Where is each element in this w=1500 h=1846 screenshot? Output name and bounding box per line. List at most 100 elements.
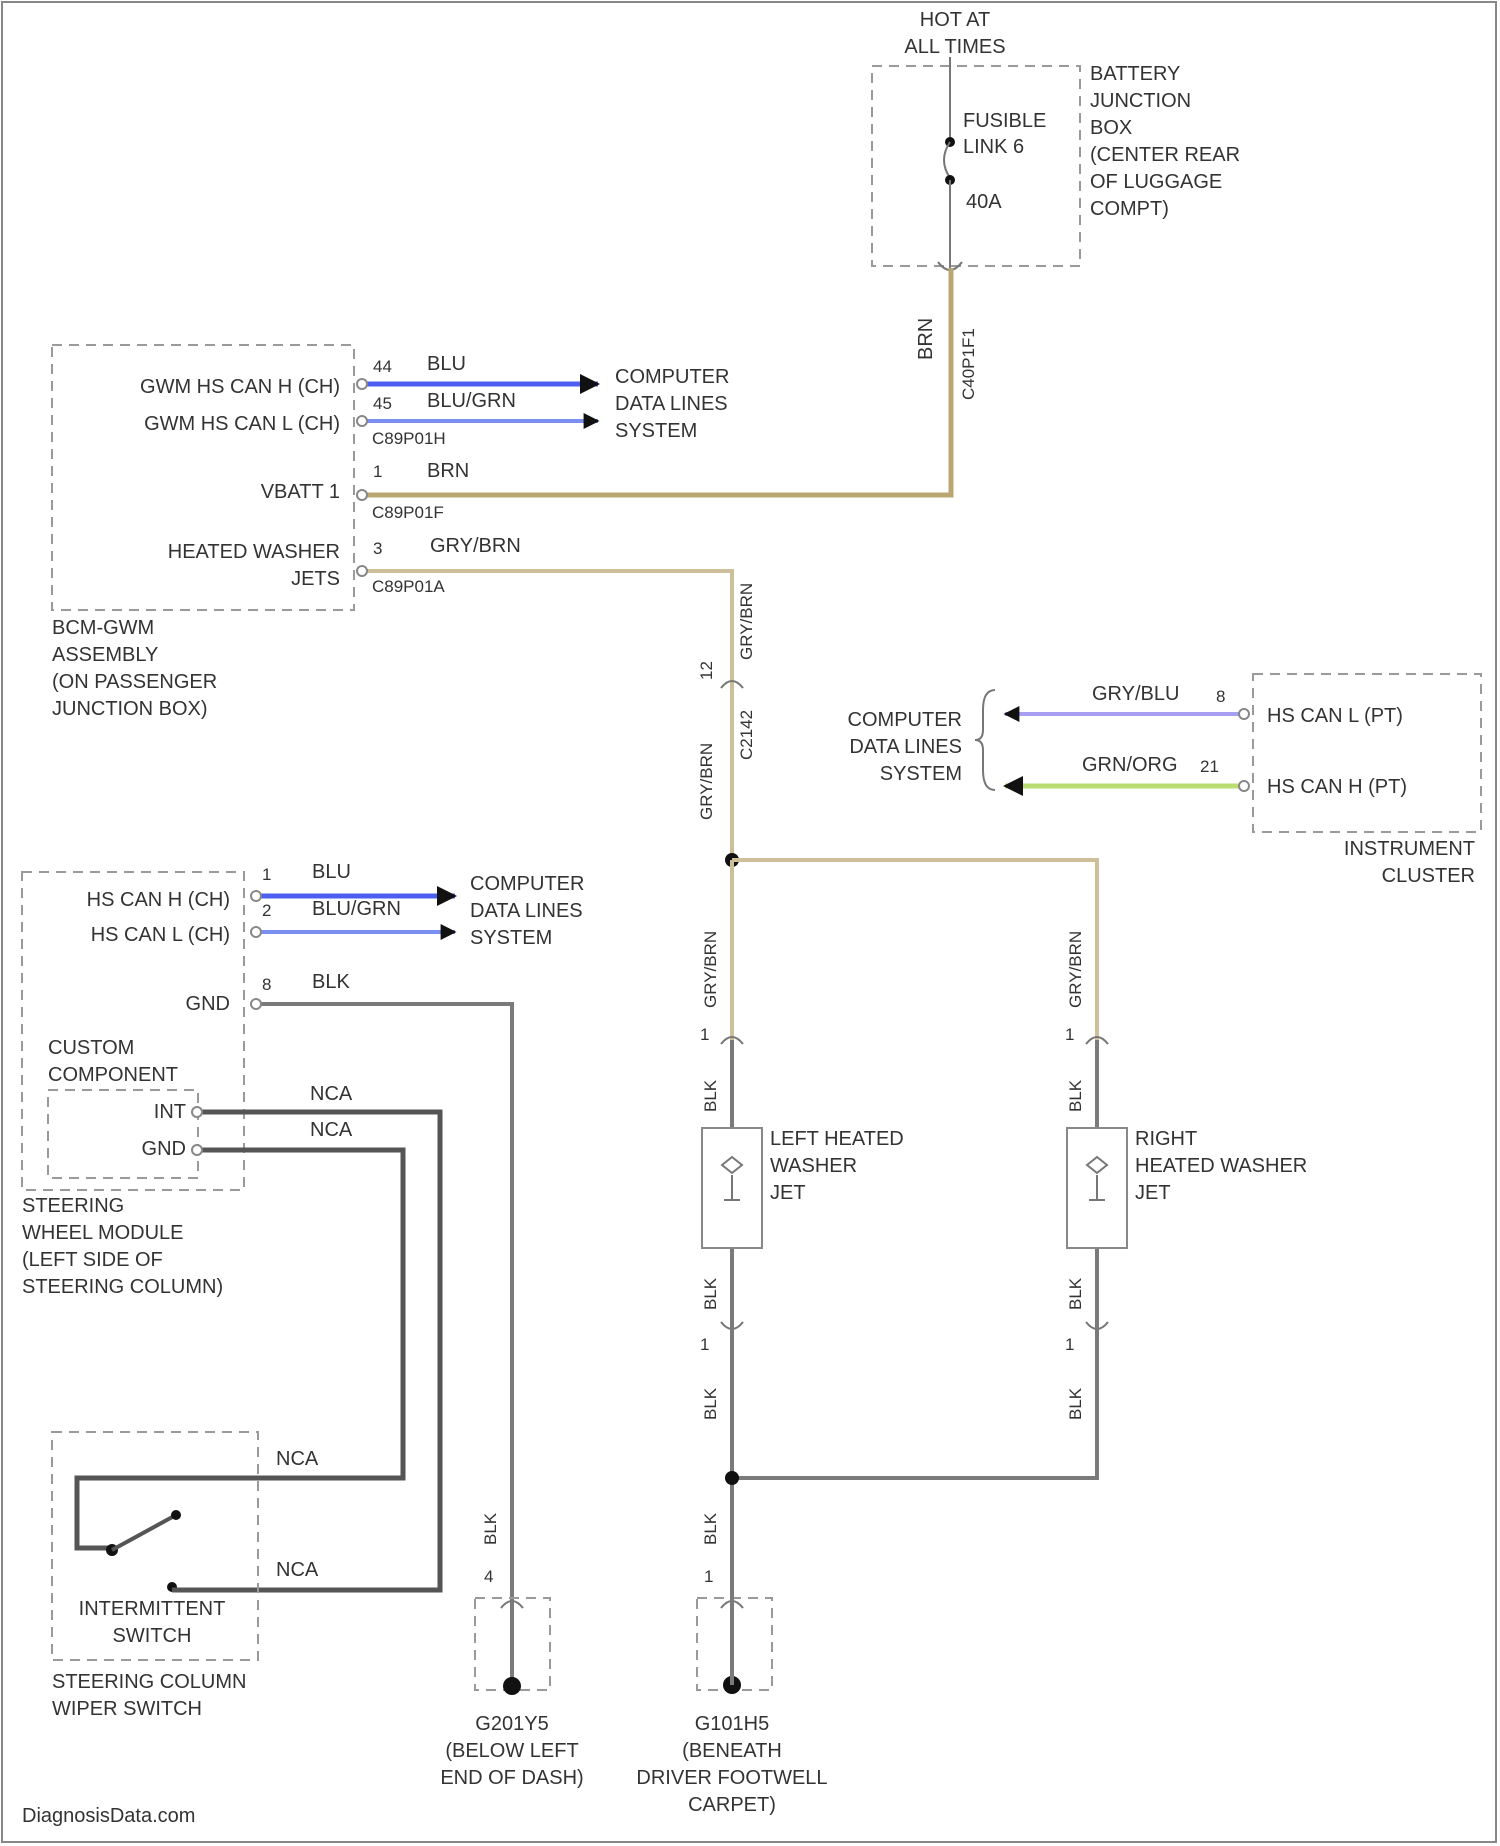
bcm-name-2: ASSEMBLY (52, 644, 158, 666)
left-jet-pin-top: 1 (700, 1025, 709, 1044)
ground-g101-pin: 1 (704, 1567, 713, 1586)
left-jet-pin-bottom: 1 (700, 1335, 709, 1354)
switch-contact (171, 1510, 181, 1520)
switch-blade (112, 1515, 176, 1550)
bcm-pin-connector (357, 416, 367, 426)
bcm-pin-number-1: 1 (373, 462, 382, 481)
custom-component-1: CUSTOM (48, 1037, 134, 1059)
ground-g201-pin: 4 (484, 1567, 493, 1586)
left-jet-wire-1: BLK (701, 1079, 720, 1112)
cluster-pin-number-8: 8 (1216, 687, 1225, 706)
instrument-cluster: HS CAN L (PT) HS CAN H (PT) 8 21 GRY/BLU… (848, 674, 1481, 887)
inline-connector-wire: GRY/BRN (697, 743, 716, 820)
bcm-data-lines-3: SYSTEM (615, 420, 697, 442)
battery-box-name-6: COMPT) (1090, 198, 1169, 220)
right-jet-wire-3: BLK (1066, 1387, 1085, 1420)
watermark: DiagnosisData.com (22, 1805, 195, 1827)
steering-data-lines-3: SYSTEM (470, 927, 552, 949)
wire-nca-gnd (200, 1150, 403, 1478)
bcm-wire-label-blu-grn: BLU/GRN (427, 390, 516, 412)
bcm-data-lines-2: DATA LINES (615, 393, 728, 415)
wiper-switch-name-2: WIPER SWITCH (52, 1698, 202, 1720)
bcm-pin-label-washer-2: JETS (291, 568, 340, 590)
bcm-pin-number-44: 44 (373, 357, 392, 376)
custom-pin-label-int: INT (154, 1101, 186, 1123)
right-jet-name-3: JET (1135, 1182, 1171, 1204)
switch-internal-wire (77, 1478, 250, 1548)
custom-pin-connector (192, 1107, 202, 1117)
steering-pin-number-1: 1 (262, 865, 271, 884)
fuse-name-line-2: LINK 6 (963, 136, 1024, 158)
wire-splice-to-right-jet (732, 860, 1097, 1040)
bcm-data-lines-1: COMPUTER (615, 366, 729, 388)
ground-g101-name-1: G101H5 (695, 1713, 770, 1735)
cluster-data-lines-3: SYSTEM (880, 763, 962, 785)
bcm-connector-h: C89P01H (372, 429, 446, 448)
bcm-pin-connector (357, 490, 367, 500)
wiper-wire-label-nca-2: NCA (276, 1559, 319, 1581)
steering-data-lines-2: DATA LINES (470, 900, 583, 922)
ground-g101-name-4: CARPET) (688, 1794, 776, 1816)
cluster-data-lines-2: DATA LINES (849, 736, 962, 758)
bcm-pin-label-can-l: GWM HS CAN L (CH) (144, 413, 340, 435)
bcm-pin-connector (357, 566, 367, 576)
battery-out-wire-label: BRN (915, 318, 937, 360)
bcm-name-4: JUNCTION BOX) (52, 698, 208, 720)
steering-wire-label-blk: BLK (312, 971, 350, 993)
steering-pin-label-gnd: GND (186, 993, 230, 1015)
steering-pin-connector (251, 999, 261, 1009)
inline-connector-c2142: 12 C2142 GRY/BRN (697, 661, 756, 820)
steering-pin-label-can-h: HS CAN H (CH) (87, 889, 230, 911)
battery-box-name-4: (CENTER REAR (1090, 144, 1240, 166)
bcm-pin-label-can-h: GWM HS CAN H (CH) (140, 376, 340, 398)
custom-pin-label-gnd: GND (142, 1138, 186, 1160)
right-jet-upper-wire: GRY/BRN (1066, 931, 1085, 1008)
steering-module-name-3: (LEFT SIDE OF (22, 1249, 163, 1271)
cluster-pin-connector (1239, 781, 1249, 791)
steering-pin-number-2: 2 (262, 901, 271, 920)
battery-junction-box: HOT AT ALL TIMES FUSIBLE LINK 6 40A BATT… (872, 9, 1240, 400)
battery-out-connector-label: C40P1F1 (959, 328, 978, 400)
ground-g201-wire: BLK (481, 1512, 500, 1545)
wire-bcm-washer-feed (365, 571, 732, 860)
cluster-outline (1253, 674, 1481, 832)
left-jet-upper-wire: GRY/BRN (701, 931, 720, 1008)
intermittent-switch-2: SWITCH (113, 1625, 192, 1647)
right-jet-name-1: RIGHT (1135, 1128, 1197, 1150)
bcm-wire-label-brn: BRN (427, 460, 469, 482)
bcm-name-1: BCM-GWM (52, 617, 154, 639)
steering-pin-connector (251, 927, 261, 937)
steering-pin-number-8: 8 (262, 975, 271, 994)
ground-g201-name-2: (BELOW LEFT (445, 1740, 578, 1762)
steering-module-outline (22, 872, 244, 1190)
cluster-name-1: INSTRUMENT (1344, 838, 1475, 860)
bcm-pin-number-3: 3 (373, 539, 382, 558)
hot-label-line-1: HOT AT (920, 9, 990, 31)
bcm-wire-label-gry-brn: GRY/BRN (430, 535, 521, 557)
battery-box-outline (872, 66, 1080, 266)
left-jet-wire-2: BLK (701, 1277, 720, 1310)
right-jet-pin-bottom: 1 (1065, 1335, 1074, 1354)
ground-g101-wire: BLK (701, 1512, 720, 1545)
custom-wire-label-nca-2: NCA (310, 1119, 353, 1141)
fuse-name-line-1: FUSIBLE (963, 110, 1046, 132)
cluster-pin-number-21: 21 (1200, 757, 1219, 776)
bcm-wire-label-blu: BLU (427, 353, 466, 375)
steering-module-name-1: STEERING (22, 1195, 124, 1217)
cluster-data-lines-brace (975, 690, 995, 790)
steering-wire-label-blu-grn: BLU/GRN (312, 898, 401, 920)
fusible-link-symbol (944, 142, 950, 178)
left-jet-wire-3: BLK (701, 1387, 720, 1420)
ground-g101-outline (697, 1598, 772, 1690)
intermittent-switch-1: INTERMITTENT (79, 1598, 226, 1620)
bcm-gwm-assembly: GWM HS CAN H (CH) GWM HS CAN L (CH) VBAT… (52, 345, 729, 720)
left-jet-name-2: WASHER (770, 1155, 857, 1177)
bcm-name-3: (ON PASSENGER (52, 671, 217, 693)
custom-component-2: COMPONENT (48, 1064, 178, 1086)
battery-box-name-1: BATTERY (1090, 63, 1180, 85)
battery-box-name-5: OF LUGGAGE (1090, 171, 1222, 193)
inline-connector-name: C2142 (737, 710, 756, 760)
right-jet-pin-top: 1 (1065, 1025, 1074, 1044)
cluster-data-lines-1: COMPUTER (848, 709, 962, 731)
